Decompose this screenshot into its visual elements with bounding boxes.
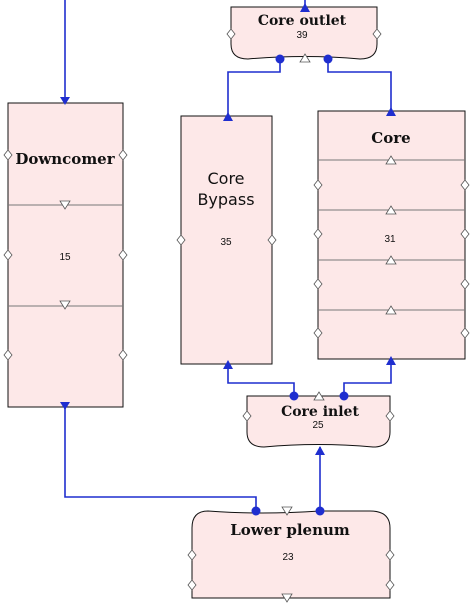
port-diamond-icon [313,179,323,191]
port-diamond-icon [3,149,13,161]
pipe-layer [64,0,392,511]
inlet-arrow-icon [223,360,233,369]
core-number: 31 [384,234,396,245]
core-outlet-number: 39 [296,30,308,41]
flow-triangle-icon [313,391,325,401]
port-diamond-icon [226,28,236,40]
flow-triangle-icon [385,205,397,215]
downcomer-component[interactable]: Downcomer 15 [3,102,128,408]
outlet-arrow-icon [223,112,233,121]
flow-triangle-icon [59,300,71,310]
port-diamond-icon [460,278,470,290]
core-bypass-number: 35 [220,237,232,248]
port-diamond-icon [118,249,128,261]
core-inlet-label: Core inlet [281,404,359,420]
port-diamond-icon [460,228,470,240]
core-outlet-component[interactable]: Core outlet 39 [226,6,382,63]
port-diamond-icon [313,327,323,339]
lower-plenum-component[interactable]: Lower plenum 23 [187,506,395,603]
inlet-arrow-icon [60,97,70,105]
outlet-arrow-icon [60,402,70,410]
port-diamond-icon [372,28,382,40]
core-inlet-component[interactable]: Core inlet 25 [242,391,395,448]
junction-dot-icon [315,506,325,516]
flow-triangle-icon [385,155,397,165]
flow-triangle-icon [281,506,293,516]
lower-plenum-number: 23 [282,552,294,563]
outlet-arrow-icon [300,3,310,12]
downcomer-number: 15 [59,252,71,263]
core-component[interactable]: Core 31 [313,110,470,360]
core-outlet-label: Core outlet [258,13,347,29]
junction-dot-icon [323,54,333,64]
flow-triangle-icon [385,305,397,315]
pipe-core-to-core-outlet[interactable] [327,59,392,111]
flow-triangle-icon [281,593,293,603]
core-bypass-label-line2: Bypass [197,190,254,209]
port-diamond-icon [3,249,13,261]
core-label: Core [371,129,410,147]
port-diamond-icon [3,349,13,361]
outlet-arrow-icon [386,107,396,116]
port-diamond-icon [242,410,252,422]
pipe-core-inlet-to-core[interactable] [343,360,392,396]
flow-triangle-icon [299,53,311,63]
inlet-arrow-icon [315,446,325,455]
core-inlet-number: 25 [312,420,324,431]
lower-plenum-label: Lower plenum [230,521,350,539]
junction-dot-icon [289,391,299,401]
junction-dot-icon [339,391,349,401]
junction-dot-icon [251,506,261,516]
flow-triangle-icon [385,255,397,265]
port-diamond-icon [460,327,470,339]
port-diamond-icon [385,410,395,422]
flow-triangle-icon [59,200,71,210]
pipe-downcomer-to-lower-plenum[interactable] [64,405,257,511]
port-diamond-icon [385,579,395,591]
port-diamond-icon [313,228,323,240]
port-diamond-icon [118,349,128,361]
core-bypass-component[interactable]: Core Bypass 35 [176,115,277,365]
port-diamond-icon [118,149,128,161]
pipe-bypass-to-core-outlet[interactable] [227,59,281,116]
inlet-arrow-icon [386,356,396,365]
pipe-core-inlet-to-bypass[interactable] [227,364,295,396]
port-diamond-icon [267,234,277,246]
port-diamond-icon [187,579,197,591]
port-diamond-icon [187,549,197,561]
downcomer-label: Downcomer [15,150,115,168]
core-bypass-label-line1: Core [207,169,244,188]
port-diamond-icon [176,234,186,246]
port-diamond-icon [385,549,395,561]
junction-dot-icon [275,54,285,64]
port-diamond-icon [313,278,323,290]
port-diamond-icon [460,179,470,191]
